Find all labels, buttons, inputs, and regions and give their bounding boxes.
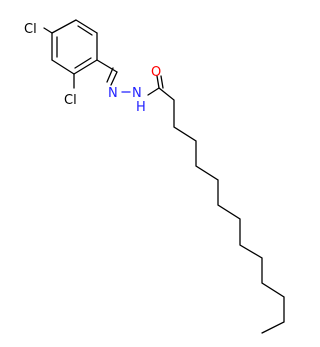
imine-double-bond bbox=[110, 71, 118, 86]
amide-nitrogen: N bbox=[132, 86, 142, 101]
ring-double-bond bbox=[77, 25, 93, 36]
amide-hydrogen: H bbox=[136, 100, 146, 115]
ring-bond bbox=[51, 19, 77, 34]
benzene-ring bbox=[51, 19, 98, 75]
imine-nitrogen: N bbox=[108, 86, 118, 101]
ring-bond bbox=[75, 19, 98, 34]
nh-to-carbonyl-bond bbox=[147, 87, 160, 96]
ring-bond bbox=[51, 59, 75, 75]
ring-bond bbox=[73, 59, 98, 75]
chlorine-atom-ring: Cl bbox=[64, 93, 77, 108]
alkyl-chain bbox=[158, 87, 285, 334]
molecule-structure: Cl Cl N N H O bbox=[24, 19, 285, 334]
chlorine-atom-top: Cl bbox=[24, 22, 37, 37]
ring-double-bond bbox=[74, 57, 92, 69]
ring-to-ch-bond bbox=[96, 59, 118, 73]
carbonyl-oxygen: O bbox=[151, 65, 161, 80]
carbonyl-double-bond bbox=[160, 75, 164, 89]
cl-top-bond bbox=[43, 27, 53, 34]
carbonyl-double-bond bbox=[156, 75, 160, 89]
imine-double-bond bbox=[106, 67, 114, 83]
